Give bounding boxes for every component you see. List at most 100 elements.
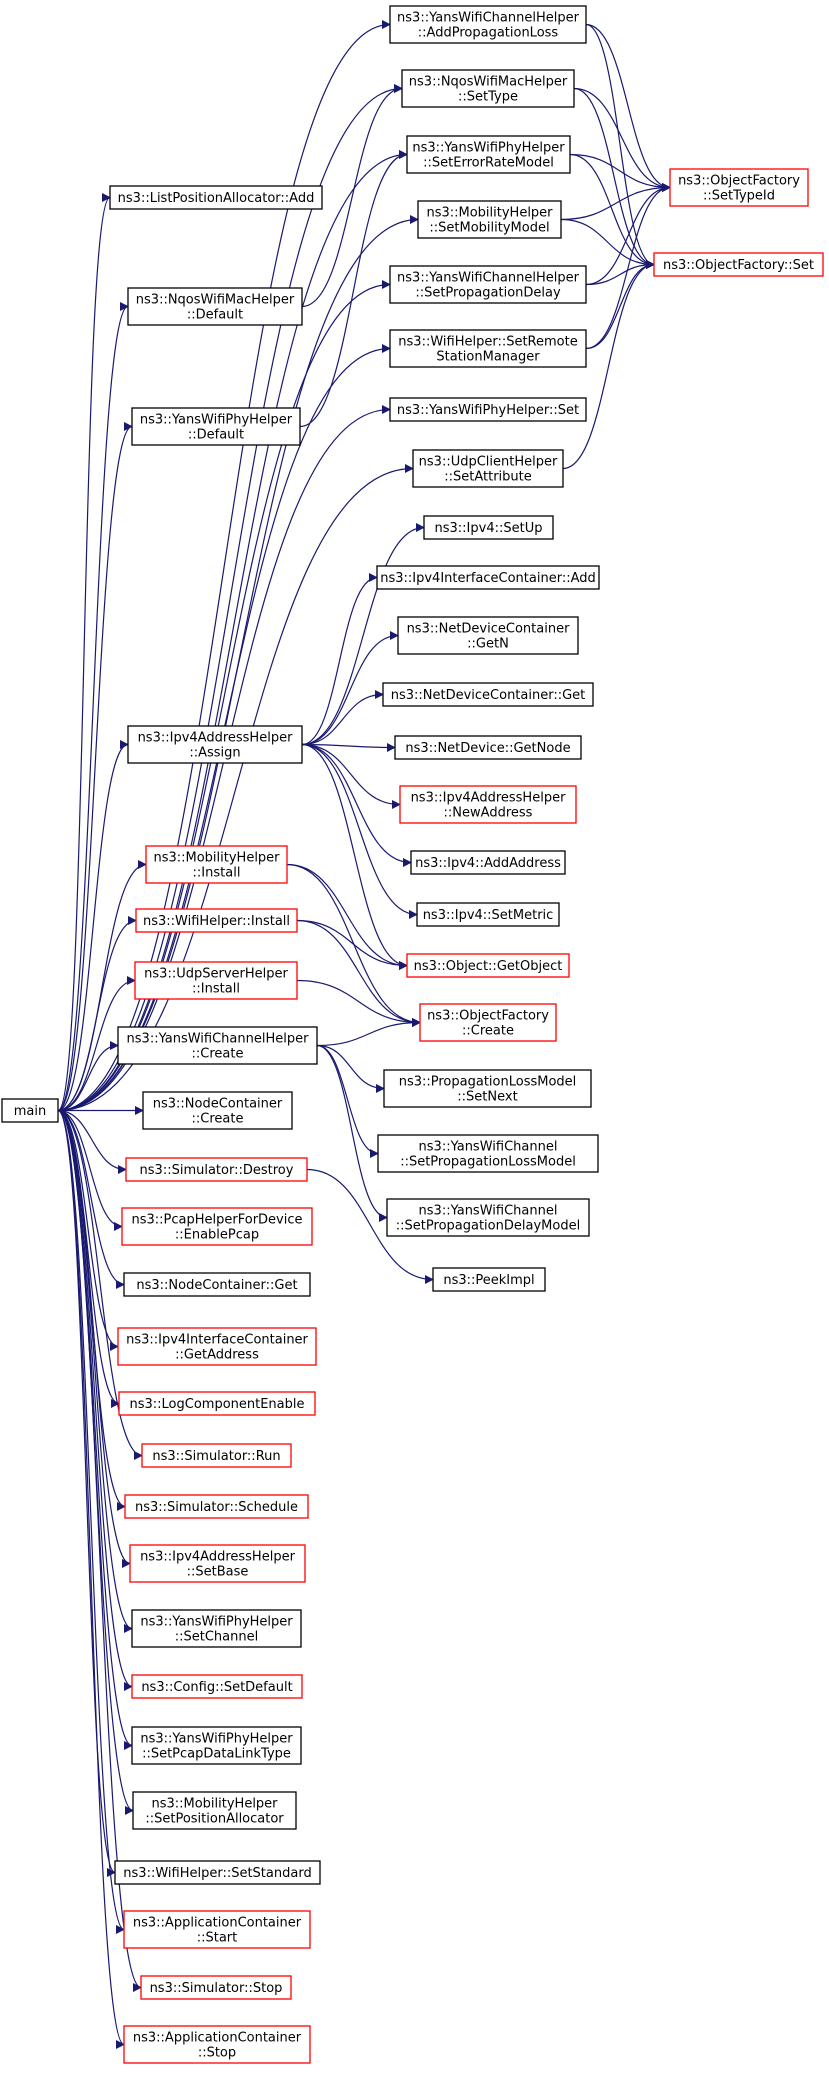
node-wifihelper_setstandard[interactable]: ns3::WifiHelper::SetStandard [114,1860,321,1885]
node-label-line: ns3::Ipv4::SetMetric [423,908,554,923]
node-ipv4_setup[interactable]: ns3::Ipv4::SetUp [423,515,554,540]
node-netdevcont_get[interactable]: ns3::NetDeviceContainer::Get [382,682,594,707]
edge-main-to-appcontainer_stop [57,1109,125,2049]
node-box [389,397,587,422]
node-box [389,265,587,304]
node-box [376,565,600,590]
edge-wifihelper_setremote-to-objfactory_settypeid [585,183,671,350]
node-label-line: ns3::Simulator::Schedule [135,1500,298,1515]
node-ipv4ic_getaddress[interactable]: ns3::Ipv4InterfaceContainer::GetAddress [117,1327,317,1366]
node-label-line: ns3::MobilityHelper [426,206,553,221]
node-ipv4_addaddress[interactable]: ns3::Ipv4::AddAddress [410,850,566,875]
edge-main-to-yans_channel_create [57,1041,119,1112]
node-box [383,1069,592,1108]
node-objfactory_create[interactable]: ns3::ObjectFactory::Create [419,1003,557,1042]
node-objfactory_set[interactable]: ns3::ObjectFactory::Set [653,252,824,277]
node-appcontainer_start[interactable]: ns3::ApplicationContainer::Start [123,1910,311,1949]
node-nqos_mac_settype[interactable]: ns3::NqosWifiMacHelper::SetType [401,69,575,108]
node-label-line: ns3::Ipv4AddressHelper [140,1550,296,1565]
node-label-line: ns3::NodeContainer::Get [136,1278,297,1293]
node-objfactory_settypeid[interactable]: ns3::ObjectFactory::SetTypeId [669,168,809,207]
edge-main-to-yans_phy_default [57,422,133,1112]
node-yans_channel_setdelay[interactable]: ns3::YansWifiChannelHelper::SetPropagati… [389,265,587,304]
node-label-line: ::EnablePcap [175,1228,259,1243]
node-label-line: ::NewAddress [444,806,533,821]
node-label-line: ns3::Ipv4AddressHelper [138,731,294,746]
node-mobility_setposalloc[interactable]: ns3::MobilityHelper::SetPositionAllocato… [132,1791,297,1830]
node-ipv4ic_add[interactable]: ns3::Ipv4InterfaceContainer::Add [376,565,600,590]
node-netdevcont_getn[interactable]: ns3::NetDeviceContainer::GetN [397,616,579,655]
node-label-line: ns3::Ipv4::SetUp [435,521,543,536]
node-mobility_setmodel[interactable]: ns3::MobilityHelper::SetMobilityModel [417,200,562,239]
node-udpclient_setattr[interactable]: ns3::UdpClientHelper::SetAttribute [412,449,564,488]
node-mobility_install[interactable]: ns3::MobilityHelper::Install [145,845,288,884]
node-box [432,1267,546,1292]
node-label-line: ns3::LogComponentEnable [129,1397,304,1412]
node-log_enable[interactable]: ns3::LogComponentEnable [118,1391,316,1416]
node-box [117,1327,317,1366]
node-nodecontainer_create[interactable]: ns3::NodeContainer::Create [142,1091,293,1130]
node-label-line: ::SetPropagationDelay [415,286,561,301]
node-box [141,1443,292,1468]
node-box [140,1975,292,2000]
node-main[interactable]: main [1,1098,59,1123]
node-simulator_stop[interactable]: ns3::Simulator::Stop [140,1975,292,2000]
node-simulator_destroy[interactable]: ns3::Simulator::Destroy [125,1157,308,1182]
node-label-line: ::Create [462,1024,514,1039]
node-proploss_setnext[interactable]: ns3::PropagationLossModel::SetNext [383,1069,592,1108]
edge-yans_channel_create-to-objfactory_create [316,1018,421,1047]
node-yans_phy_seterror[interactable]: ns3::YansWifiPhyHelper::SetErrorRateMode… [406,135,571,174]
node-box [124,1494,309,1519]
node-label-line: ::SetPropagationDelayModel [396,1219,580,1234]
edge-main-to-ipv4addr_assign [57,740,129,1112]
node-box [406,135,571,174]
node-yans_channel_setloss[interactable]: ns3::YansWifiChannel::SetPropagationLoss… [377,1134,599,1173]
node-box [423,515,554,540]
node-pcap_enable[interactable]: ns3::PcapHelperForDevice::EnablePcap [121,1207,313,1246]
node-nodecontainer_get[interactable]: ns3::NodeContainer::Get [123,1272,311,1297]
node-label-line: ns3::UdpServerHelper [144,967,288,982]
node-nqos_mac_default[interactable]: ns3::NqosWifiMacHelper::Default [127,287,303,326]
node-config_setdefault[interactable]: ns3::Config::SetDefault [131,1674,303,1699]
node-list_pos_alloc_add[interactable]: ns3::ListPositionAllocator::Add [109,185,323,210]
node-ipv4addr_assign[interactable]: ns3::Ipv4AddressHelper::Assign [127,725,303,764]
node-label-line: ns3::YansWifiPhyHelper [140,1732,293,1747]
node-simulator_run[interactable]: ns3::Simulator::Run [141,1443,292,1468]
node-label-line: ::Create [192,1112,244,1127]
node-udpserver_install[interactable]: ns3::UdpServerHelper::Install [134,961,298,1000]
node-wifihelper_install[interactable]: ns3::WifiHelper::Install [135,908,298,933]
node-yans_channel_setdelaymodel[interactable]: ns3::YansWifiChannel::SetPropagationDela… [386,1198,590,1237]
node-label-line: ns3::YansWifiPhyHelper [140,413,293,428]
node-label-line: ::SetPropagationLossModel [400,1155,576,1170]
edge-main-to-wifihelper_setstandard [57,1109,116,1877]
node-appcontainer_stop[interactable]: ns3::ApplicationContainer::Stop [123,2025,311,2064]
node-yans_channel_addloss[interactable]: ns3::YansWifiChannelHelper::AddPropagati… [389,5,587,44]
node-box [394,735,582,760]
node-peekimpl[interactable]: ns3::PeekImpl [432,1267,546,1292]
node-object_getobject[interactable]: ns3::Object::GetObject [406,953,570,978]
node-yans_channel_create[interactable]: ns3::YansWifiChannelHelper::Create [117,1026,318,1065]
node-label-line: ::Start [197,1931,238,1946]
edge-yans_channel_create-to-yans_channel_setdelaymodel [316,1044,388,1222]
node-label-line: ::Default [188,428,244,443]
node-box [1,1098,59,1123]
node-yans_phy_setchannel[interactable]: ns3::YansWifiPhyHelper::SetChannel [131,1609,302,1648]
node-ipv4addr_newaddress[interactable]: ns3::Ipv4AddressHelper::NewAddress [399,785,577,824]
node-box [410,850,566,875]
node-yans_phy_default[interactable]: ns3::YansWifiPhyHelper::Default [131,407,301,446]
node-yans_phy_setpcap[interactable]: ns3::YansWifiPhyHelper::SetPcapDataLinkT… [131,1726,302,1765]
node-label-line: ns3::YansWifiChannelHelper [397,271,580,286]
node-box [131,1726,302,1765]
node-label-line: ns3::MobilityHelper [153,851,280,866]
node-simulator_schedule[interactable]: ns3::Simulator::Schedule [124,1494,309,1519]
node-ipv4_setmetric[interactable]: ns3::Ipv4::SetMetric [416,902,560,927]
edge-mobility_install-to-object_getobject [286,863,408,970]
node-netdev_getnode[interactable]: ns3::NetDevice::GetNode [394,735,582,760]
node-yans_phy_set[interactable]: ns3::YansWifiPhyHelper::Set [389,397,587,422]
node-box [382,682,594,707]
node-label-line: ns3::ApplicationContainer [133,2031,302,2046]
edge-nqos_mac_settype-to-objfactory_settypeid [573,87,671,192]
node-ipv4addr_setbase[interactable]: ns3::Ipv4AddressHelper::SetBase [129,1544,306,1583]
edge-main-to-udpserver_install [57,976,136,1112]
